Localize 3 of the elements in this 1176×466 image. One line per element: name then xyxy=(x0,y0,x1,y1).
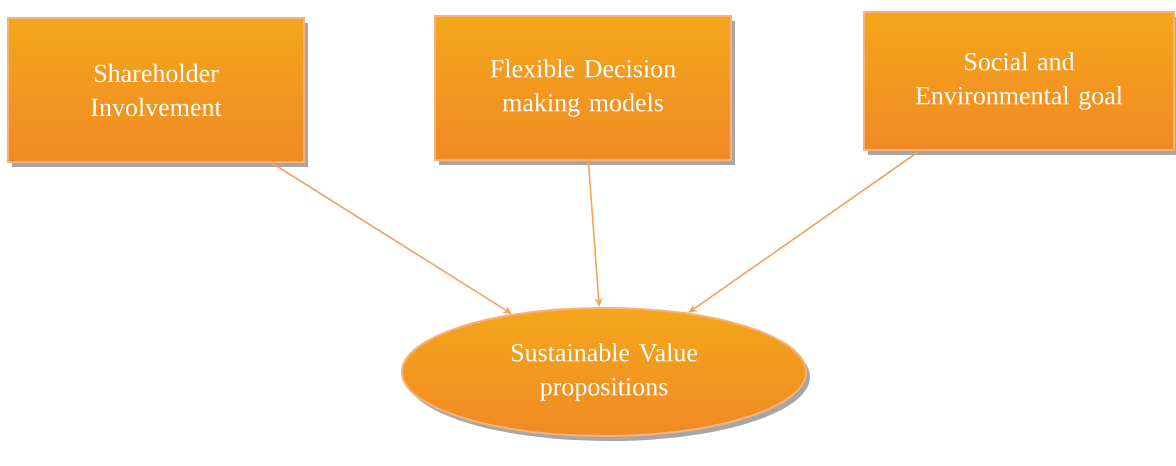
process-box: Shareholder Involvement xyxy=(7,17,308,167)
process-box: Social and Environmental goal xyxy=(863,11,1176,155)
process-box: Flexible Decision making models xyxy=(434,15,735,165)
